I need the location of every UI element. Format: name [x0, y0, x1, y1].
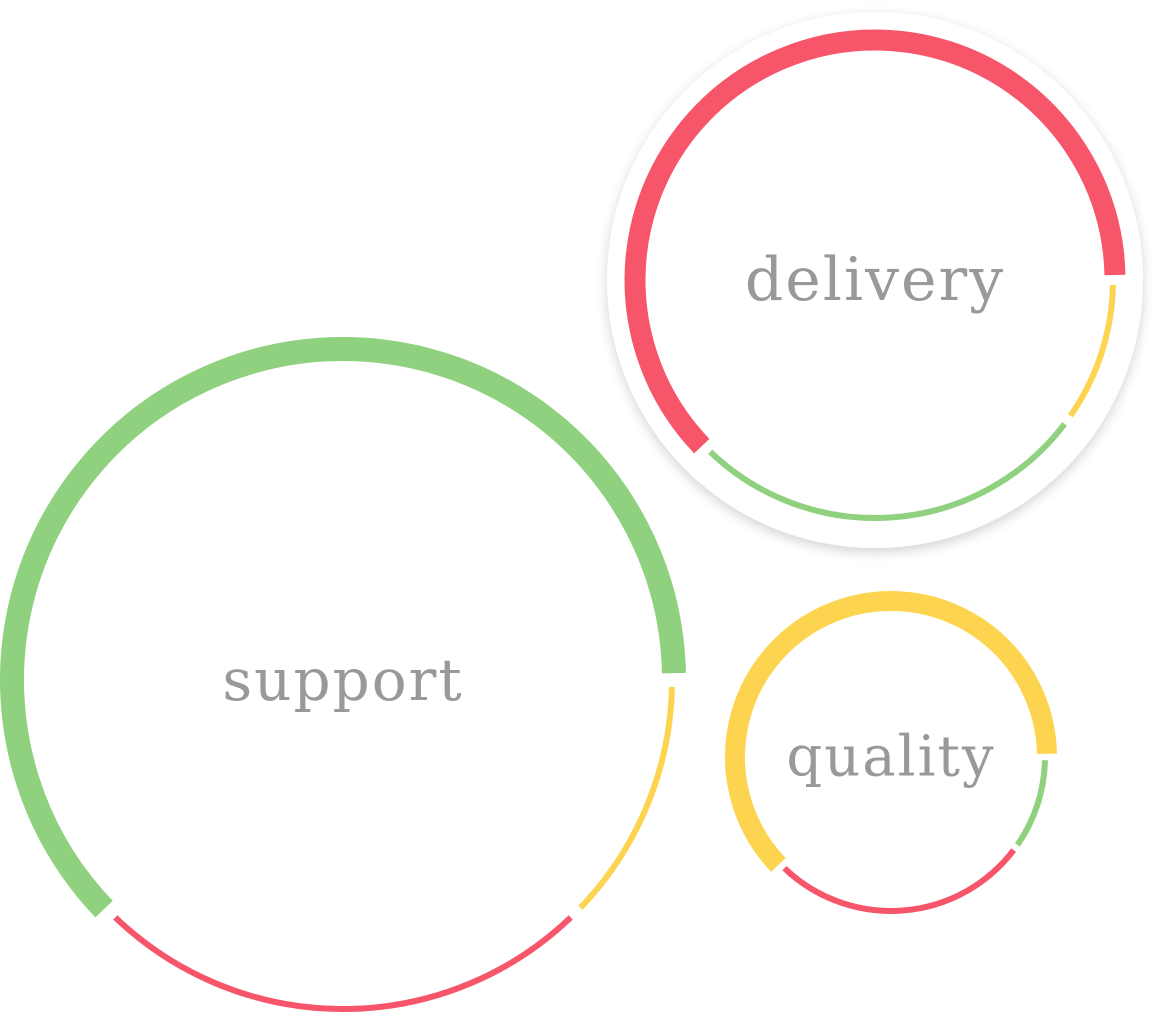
- arc-segment-quality-0: [1014, 760, 1048, 847]
- arc-segment-delivery-0: [1067, 284, 1116, 418]
- arc-segment-quality-1: [782, 848, 1017, 914]
- bubble-label: support: [222, 646, 463, 714]
- bubble-quality: quality: [725, 591, 1057, 914]
- bubble-halo: [607, 12, 1143, 548]
- arc-segment-support-0: [578, 686, 675, 910]
- arc-segment-delivery-2: [624, 29, 1126, 454]
- bubble-support: support: [0, 337, 686, 1012]
- bubble-label: delivery: [745, 245, 1005, 315]
- bubble-delivery: delivery: [607, 12, 1143, 548]
- arc-segment-quality-2: [725, 591, 1057, 872]
- arc-segment-support-1: [113, 915, 573, 1012]
- arc-segment-support-2: [0, 337, 686, 918]
- arc-segment-delivery-1: [708, 422, 1067, 521]
- bubble-label: quality: [786, 725, 995, 790]
